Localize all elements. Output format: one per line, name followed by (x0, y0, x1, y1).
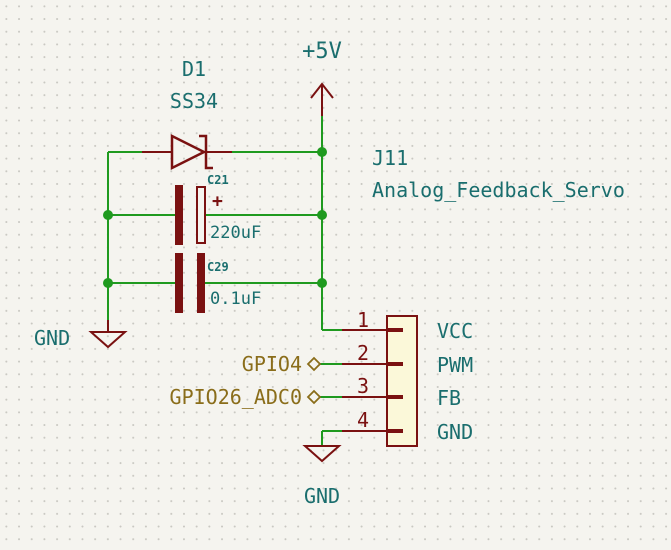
c29-plate-right (197, 253, 205, 313)
vcc-power-symbol[interactable] (310, 82, 334, 116)
diode-value: SS34 (170, 89, 218, 113)
c21-positive-plate (196, 186, 206, 244)
pin-3-number: 3 (357, 374, 369, 398)
pin-2-number: 2 (357, 341, 369, 365)
gnd-left-symbol[interactable] (88, 320, 128, 349)
junction-dot (317, 147, 327, 157)
c21-polarity: + (212, 191, 223, 212)
c29-value: 0.1uF (210, 289, 261, 309)
capacitor-c21[interactable] (175, 185, 206, 245)
pin-2-stub (387, 362, 403, 366)
diode-triangle (170, 133, 207, 171)
c29-ref: C29 (207, 260, 229, 274)
connector-value: Analog_Feedback_Servo (372, 178, 625, 202)
c29-plate-left (175, 253, 183, 313)
diode-ref: D1 (182, 57, 206, 81)
junction-dot (317, 278, 327, 288)
net-label-diamond-icon (306, 389, 322, 405)
connector-body (386, 315, 418, 447)
c21-ref: C21 (207, 173, 229, 187)
pin-3-stub (387, 395, 403, 399)
pin-2-name: PWM (437, 353, 473, 377)
vcc-label: +5V (302, 39, 342, 64)
junction-dot (103, 210, 113, 220)
pin-4-number: 4 (357, 408, 369, 432)
connector-j11[interactable] (342, 315, 418, 447)
connector-ref: J11 (372, 146, 408, 170)
gnd-left-label: GND (34, 326, 70, 350)
net-label-gpio26-text: GPIO26_ADC0 (170, 385, 302, 409)
pin-1-number: 1 (357, 308, 369, 332)
net-label-gpio26[interactable]: GPIO26_ADC0 (170, 385, 322, 409)
gnd-bottom-symbol[interactable] (302, 445, 342, 463)
pin-3-name: FB (437, 386, 461, 410)
net-label-diamond-icon (306, 356, 322, 372)
pin-4-stub (387, 429, 403, 433)
pin-4-name: GND (437, 420, 473, 444)
net-label-gpio4-text: GPIO4 (242, 352, 302, 376)
diode-d1[interactable] (142, 133, 232, 171)
diode-bar (199, 134, 213, 170)
c21-negative-plate (175, 185, 183, 245)
pin-1-name: VCC (437, 319, 473, 343)
junctions (103, 147, 327, 288)
gnd-bottom-label: GND (304, 484, 340, 508)
junction-dot (103, 278, 113, 288)
c21-value: 220uF (210, 223, 261, 243)
net-label-gpio4[interactable]: GPIO4 (242, 352, 322, 376)
pin-1-stub (387, 328, 403, 332)
junction-dot (317, 210, 327, 220)
capacitor-c29[interactable] (175, 253, 205, 313)
